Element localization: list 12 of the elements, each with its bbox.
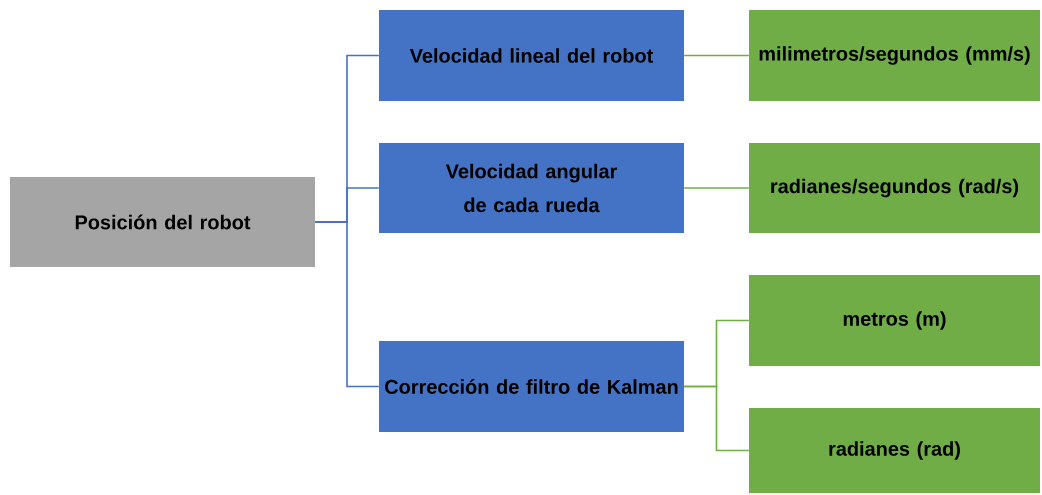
category-box: Posición del robot — [10, 177, 315, 267]
connector — [314, 221, 380, 388]
unit-box: radianes/segundos (rad/s) — [749, 143, 1040, 233]
connector — [683, 187, 750, 189]
process-box: Velocidad angular de cada rueda — [379, 143, 684, 233]
unit-box: metros (m) — [749, 275, 1040, 366]
connector — [683, 385, 750, 452]
process-box: Velocidad lineal del robot — [379, 10, 684, 101]
unit-box: radianes (rad) — [749, 408, 1040, 493]
unit-box: milimetros/segundos (mm/s) — [749, 10, 1040, 101]
process-box: Corrección de filtro de Kalman — [379, 341, 684, 432]
connector — [683, 54, 750, 57]
